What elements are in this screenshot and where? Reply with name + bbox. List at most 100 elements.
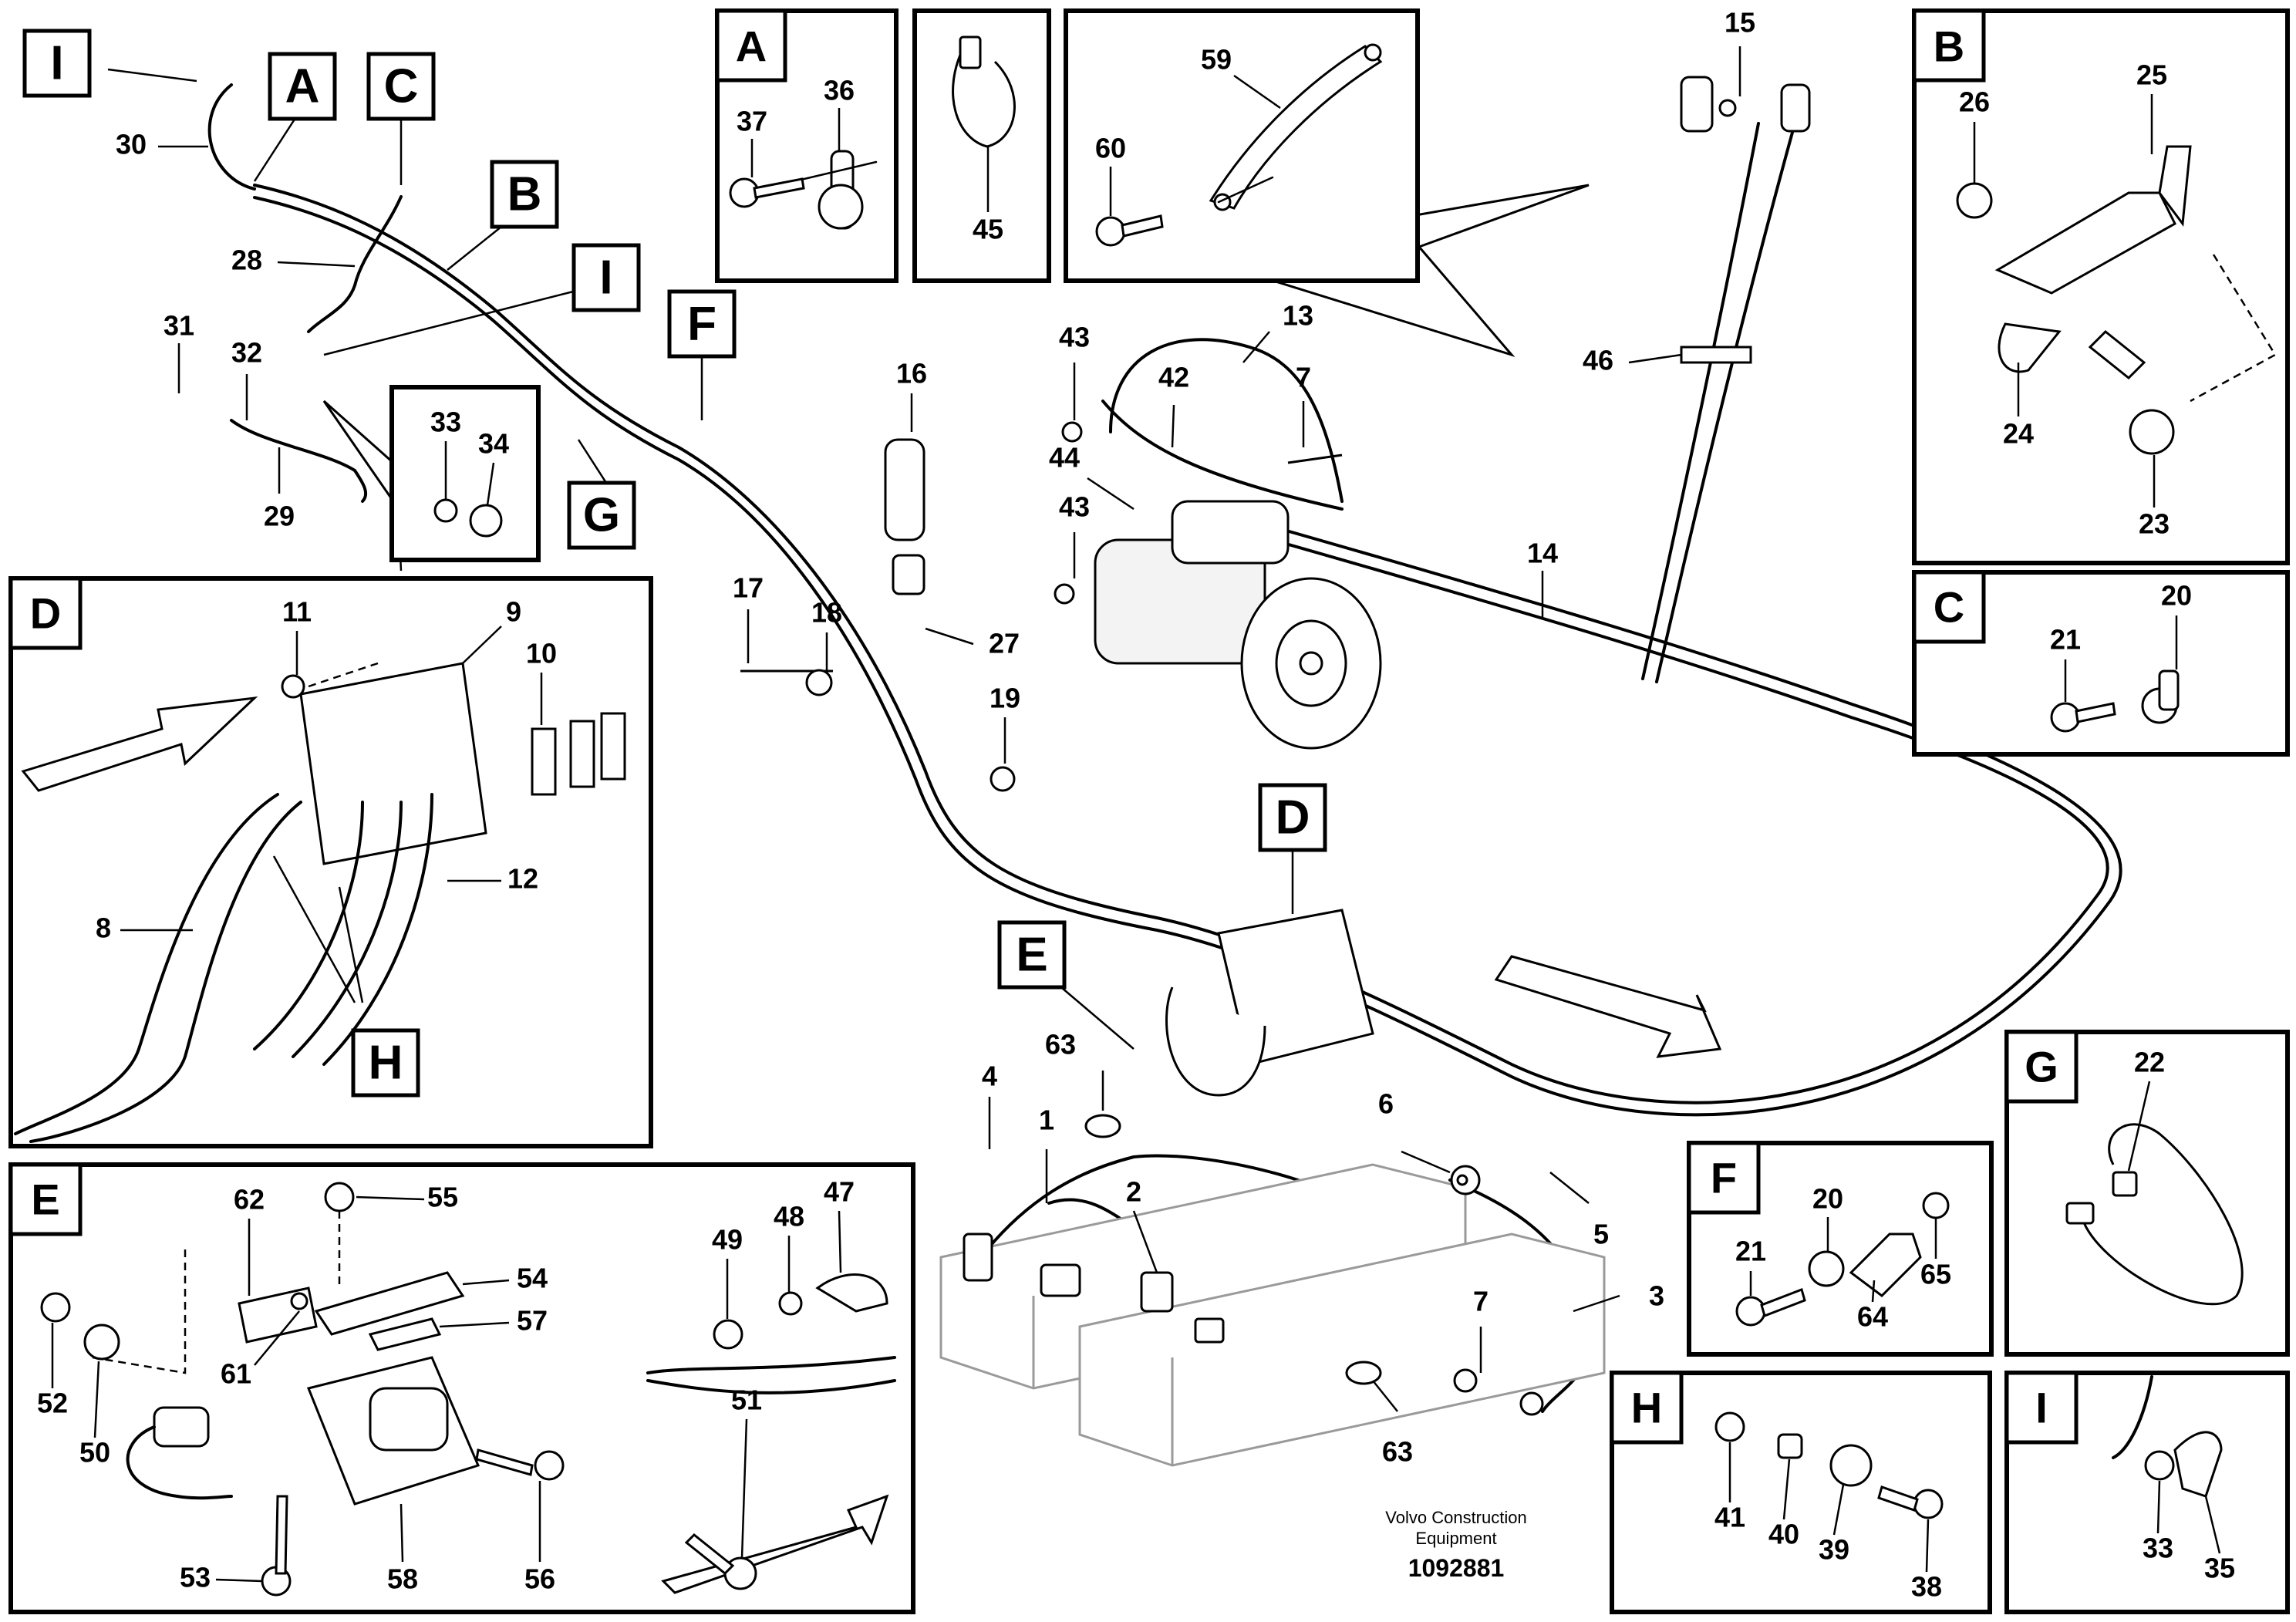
inset-E-part-5: 52 (37, 1388, 68, 1419)
doc-footer: Volvo Construction Equipment 1092881 (1385, 1508, 1526, 1582)
inset-clip-part-0: 45 (973, 214, 1003, 245)
inset-E-part-9: 56 (524, 1563, 555, 1595)
main-small-parts (740, 76, 1811, 1416)
part-19: 19 (990, 683, 1020, 714)
starter-motor (1094, 500, 1382, 750)
inset-B-part-3: 23 (2139, 508, 2170, 540)
inset-small-part-1: 34 (478, 428, 509, 460)
callout-C-top: C (384, 60, 419, 113)
inset-E-part-7: 53 (180, 1562, 211, 1593)
inset-33-34: 33 34 (389, 385, 541, 562)
inset-C-letter: C (1934, 583, 1964, 632)
part-16: 16 (896, 358, 927, 389)
inset-E-part-8: 58 (387, 1563, 418, 1595)
inset-small-part-0: 33 (430, 406, 461, 438)
inset-H-letter: H (1631, 1384, 1662, 1432)
inset-E-part-6: 50 (79, 1437, 110, 1469)
pointer-inset-33-34 (322, 400, 395, 505)
inset-A-part-0: 37 (737, 106, 767, 137)
inset-clip-45: 45 (912, 8, 1051, 283)
inset-I-part-0: 33 (2143, 1533, 2173, 1564)
inset-A-letter: A (736, 22, 767, 71)
part-44: 44 (1049, 442, 1080, 474)
part-6: 6 (1378, 1088, 1394, 1120)
inset-D-part-4: 8 (96, 912, 111, 944)
callout-A-top: A (285, 60, 320, 113)
inset-D-part-0: 11 (282, 596, 312, 628)
callout-F-mid: F (687, 298, 716, 351)
inset-D: D 11 9 10 12 8 (8, 576, 653, 1148)
inset-C: C 21 20 (1912, 570, 2290, 757)
inset-B-letter: B (1934, 22, 1964, 71)
inset-E-part-1: 55 (427, 1182, 458, 1213)
inset-F-part-3: 65 (1920, 1259, 1951, 1290)
part-63-top: 63 (1045, 1029, 1076, 1061)
direction-arrow-main (1494, 955, 1722, 1058)
inset-H: H 41 40 39 38 (1610, 1371, 1992, 1614)
batteries (939, 1163, 1606, 1467)
inset-D-letter: D (30, 589, 61, 638)
part-7-bottom: 7 (1473, 1286, 1489, 1317)
part-43-mid: 43 (1059, 491, 1090, 523)
inset-E-part-3: 57 (517, 1305, 548, 1337)
part-1: 1 (1039, 1104, 1054, 1136)
inset-A: A 37 36 (715, 8, 899, 283)
relay-box-main (1165, 909, 1374, 1097)
inset-E-letter: E (31, 1175, 59, 1224)
inset-G-part-0: 22 (2134, 1047, 2165, 1078)
part-5: 5 (1593, 1219, 1609, 1250)
footer-line2: Equipment (1415, 1529, 1496, 1548)
inset-G-letter: G (2025, 1043, 2058, 1091)
inset-I-letter: I (2035, 1384, 2048, 1432)
inset-B-part-2: 24 (2003, 418, 2034, 450)
part-63-bottom: 63 (1382, 1436, 1413, 1468)
part-3: 3 (1649, 1280, 1664, 1312)
part-46: 46 (1583, 345, 1613, 376)
callout-D-mid: D (1276, 791, 1310, 845)
part-17: 17 (733, 572, 764, 604)
part-27: 27 (989, 628, 1020, 659)
inset-B-part-0: 26 (1959, 86, 1990, 118)
inset-bracket: 59 60 (1064, 8, 1420, 283)
inset-B: B 26 25 24 23 (1912, 8, 2290, 565)
inset-F: F 20 21 64 65 (1687, 1141, 1994, 1357)
inset-I-part-1: 35 (2204, 1553, 2235, 1584)
part-7-top: 7 (1296, 362, 1311, 393)
inset-H-part-2: 39 (1819, 1534, 1849, 1566)
main-leaders (158, 46, 1741, 1412)
inset-D-part-2: 10 (526, 638, 557, 669)
inset-A-part-1: 36 (824, 75, 855, 106)
part-31: 31 (164, 310, 194, 342)
inset-D-part-3: 12 (507, 863, 538, 895)
callout-I-mid: I (599, 251, 612, 305)
inset-E: E 62 55 54 (8, 1162, 915, 1614)
part-18: 18 (811, 597, 842, 629)
inset-E-part-4: 61 (221, 1358, 251, 1390)
inset-B-part-1: 25 (2136, 59, 2167, 91)
callout-H-in-D: H (369, 1037, 403, 1090)
inset-bracket-part-0: 59 (1201, 44, 1232, 76)
inset-C-part-0: 21 (2050, 624, 2081, 656)
inset-bracket-part-1: 60 (1095, 133, 1126, 164)
part-32: 32 (231, 337, 262, 369)
part-42: 42 (1158, 362, 1189, 393)
inset-H-part-0: 41 (1714, 1502, 1745, 1533)
callout-I-top: I (50, 37, 63, 90)
part-30: 30 (116, 129, 147, 160)
inset-C-part-1: 20 (2161, 580, 2192, 612)
inset-I: I 33 35 (2004, 1371, 2290, 1614)
main-part-numbers: 30 28 31 32 29 16 17 18 27 19 43 42 13 7… (116, 7, 1755, 1468)
inset-F-letter: F (1711, 1154, 1737, 1202)
part-43-top: 43 (1059, 322, 1090, 353)
inset-H-part-1: 40 (1768, 1519, 1799, 1550)
part-2: 2 (1126, 1176, 1141, 1208)
part-28: 28 (231, 244, 262, 276)
inset-E-part-11: 48 (774, 1201, 804, 1233)
inset-E-part-13: 51 (731, 1384, 762, 1416)
part-13: 13 (1283, 300, 1313, 332)
inset-E-part-2: 54 (517, 1263, 548, 1294)
inset-G: G 22 (2004, 1030, 2290, 1357)
footer-line1: Volvo Construction (1385, 1508, 1526, 1527)
part-14: 14 (1527, 538, 1558, 569)
